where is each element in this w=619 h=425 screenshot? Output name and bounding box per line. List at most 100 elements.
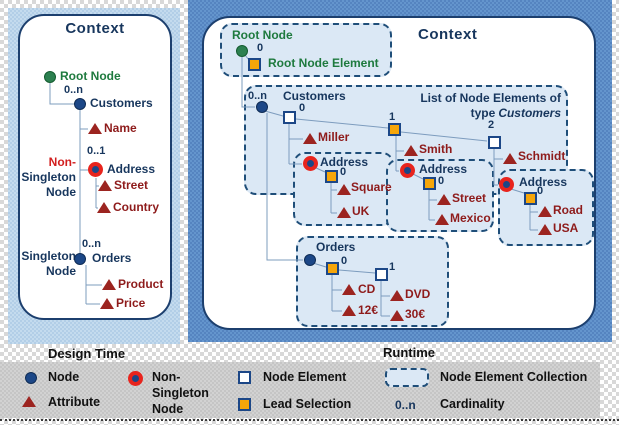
legend-node-label: Node <box>48 370 80 384</box>
legend-collection-label: Node Element Collection <box>440 370 588 384</box>
attribute-icon-square <box>337 184 351 195</box>
legend-non-singleton-label: Non- Singleton Node <box>152 369 209 417</box>
address-label-smith: Address <box>419 162 468 176</box>
legend-non-singleton-line1: Non- <box>152 370 181 384</box>
attribute-icon-12eur <box>342 305 356 316</box>
root-node-icon <box>44 71 56 83</box>
runtime-root-node-label: Root Node <box>232 28 293 42</box>
legend-non-singleton-line2: Singleton <box>152 386 209 400</box>
non-singleton-node-icon-address-schmidt <box>499 177 514 192</box>
product-attribute-label: Product <box>118 277 164 291</box>
street-smith-attribute-label: Street <box>452 191 487 205</box>
node-element-icon-2 <box>488 136 501 149</box>
attribute-icon-street <box>98 180 112 191</box>
cd-attribute-label: CD <box>358 282 376 296</box>
node-element-icon-0 <box>283 111 296 124</box>
non-singleton-node-icon-address <box>88 162 103 177</box>
address-smith-index: 0 <box>438 175 445 187</box>
element-2-index: 2 <box>488 119 495 131</box>
legend-cardinality-symbol: 0..n <box>395 398 416 412</box>
lead-selection-icon-address-smith <box>423 177 436 190</box>
orders-cardinality: 0..n <box>82 238 101 250</box>
singleton-annotation-line2: Node <box>46 264 76 278</box>
non-singleton-annotation-line1: Non- <box>48 155 76 169</box>
root-node-element-label: Root Node Element <box>268 56 379 70</box>
legend-attribute-icon <box>22 396 36 407</box>
legend-collection-icon <box>385 368 429 387</box>
12eur-attribute-label: 12€ <box>358 303 379 317</box>
attribute-icon-30eur <box>390 310 404 321</box>
attribute-icon-product <box>102 279 116 290</box>
legend-lead-selection-icon <box>238 398 251 411</box>
attribute-icon-schmidt <box>503 153 517 164</box>
runtime-context-title: Context <box>418 26 478 43</box>
singleton-annotation: Singleton Node <box>10 249 76 279</box>
singleton-annotation-line1: Singleton <box>21 249 76 263</box>
design-context-title: Context <box>65 20 125 37</box>
country-attribute-label: Country <box>113 200 159 214</box>
node-icon-orders <box>74 253 86 265</box>
30eur-attribute-label: 30€ <box>405 307 426 321</box>
lead-selection-icon-address-miller <box>325 170 338 183</box>
non-singleton-node-icon-address-miller <box>303 156 318 171</box>
non-singleton-annotation-line2: Singleton <box>21 170 76 184</box>
lead-selection-icon-order-0 <box>326 262 339 275</box>
orders-collection-box <box>296 236 449 327</box>
non-singleton-node-icon-address-smith <box>400 163 415 178</box>
legend-bar <box>0 362 600 418</box>
attribute-icon-road <box>538 206 552 217</box>
non-singleton-annotation-line3: Node <box>46 185 76 199</box>
legend-non-singleton-node-icon <box>128 371 143 386</box>
lead-selection-icon-address-schmidt <box>524 192 537 205</box>
legend-attribute-label: Attribute <box>48 395 101 409</box>
attribute-icon-dvd <box>390 290 404 301</box>
address-miller-index: 0 <box>340 166 347 178</box>
street-attribute-label: Street <box>114 178 149 192</box>
legend-node-icon <box>25 372 37 384</box>
address-schmidt-index: 0 <box>537 185 544 197</box>
node-icon-runtime-customers <box>256 101 268 113</box>
legend-cardinality-label: Cardinality <box>440 397 505 411</box>
legend-lead-selection-label: Lead Selection <box>263 397 352 411</box>
customers-node-label: Customers <box>90 96 153 110</box>
design-time-caption: Design Time <box>48 346 126 361</box>
mexico-attribute-label: Mexico <box>450 211 491 225</box>
smith-attribute-label: Smith <box>419 142 453 156</box>
address-label-schmidt: Address <box>519 175 568 189</box>
attribute-icon-street-smith <box>437 194 451 205</box>
runtime-customers-cardinality: 0..n <box>248 90 267 102</box>
legend-non-singleton-line3: Node <box>152 402 184 416</box>
customers-cardinality: 0..n <box>64 84 83 96</box>
runtime-orders-node-label: Orders <box>316 240 356 254</box>
address-node-label: Address <box>107 162 156 176</box>
order-1-index: 1 <box>389 261 396 273</box>
node-icon-runtime-orders <box>304 254 316 266</box>
price-attribute-label: Price <box>116 296 146 310</box>
node-element-icon-order-1 <box>375 268 388 281</box>
non-singleton-annotation: Non- Singleton Node <box>10 155 76 200</box>
address-label-miller: Address <box>320 155 369 169</box>
lead-selection-icon-element-1 <box>388 123 401 136</box>
orders-node-label: Orders <box>92 251 132 265</box>
usa-attribute-label: USA <box>553 221 579 235</box>
legend-node-element-icon <box>238 371 251 384</box>
attribute-icon-cd <box>342 284 356 295</box>
square-attribute-label: Square <box>351 180 392 194</box>
collection-note-type-prefix: type <box>470 106 496 120</box>
runtime-root-node-icon <box>236 45 248 57</box>
attribute-icon-usa <box>538 224 552 235</box>
attribute-icon-miller <box>303 133 317 144</box>
schmidt-attribute-label: Schmidt <box>518 149 566 163</box>
attribute-icon-mexico <box>435 214 449 225</box>
attribute-icon-uk <box>337 207 351 218</box>
attribute-icon-smith <box>404 145 418 156</box>
legend-node-element-label: Node Element <box>263 370 347 384</box>
uk-attribute-label: UK <box>352 204 370 218</box>
dvd-attribute-label: DVD <box>405 287 431 301</box>
runtime-caption: Runtime <box>383 345 435 360</box>
order-0-index: 0 <box>341 255 348 267</box>
attribute-icon-name <box>88 123 102 134</box>
